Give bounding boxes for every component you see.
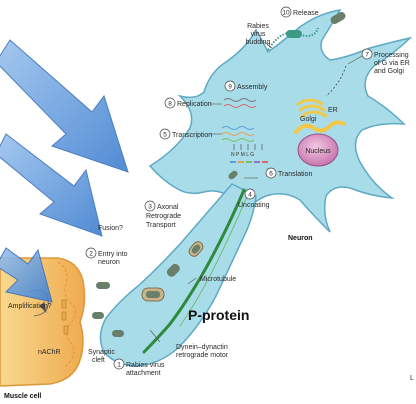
step-8-number: 8: [168, 101, 172, 108]
step-7-number: 7: [365, 52, 369, 59]
step-6-label: 6 Translation: [265, 167, 312, 179]
processing-path: [325, 65, 347, 97]
step-9-label: 9 Assembly: [224, 80, 268, 92]
budding-line-3: budding: [246, 39, 271, 46]
entering-virus: [96, 282, 110, 289]
replication-rna: [223, 98, 257, 108]
budding-virus: [286, 30, 302, 38]
muscle-cell-label: Muscle cell: [4, 393, 41, 400]
step-7-label: 7 Processing of G via ER and Golgi: [361, 48, 410, 75]
nachr-receptors: [61, 299, 69, 335]
fusion-label: Fusion?: [98, 225, 123, 232]
dynein-line-1: Dynein–dynactin: [176, 344, 228, 351]
transported-virus-3: [166, 263, 180, 277]
er: [294, 120, 346, 134]
step-9-number: 9: [228, 84, 232, 91]
step-10-label: 10 Release: [280, 6, 319, 18]
synaptic-line-1: Synaptic: [88, 349, 115, 356]
step-8-label: 8 Replication: [164, 97, 212, 109]
microtubule-label: Microtubule: [200, 276, 236, 283]
transported-virus-1: [141, 287, 165, 302]
nucleus-label: Nucleus: [305, 148, 331, 155]
neuron-body: [148, 9, 413, 233]
p-protein-label: P-protein: [188, 307, 249, 323]
step-2-label: 2 Entry into neuron: [85, 247, 128, 266]
muscle-membrane-folds: [57, 261, 76, 369]
entry-line-1: Entry into: [98, 251, 128, 258]
step-4-label: 4 Uncoating: [238, 188, 270, 209]
step-1-label: 1 Rabies virus attachment: [113, 358, 165, 377]
uncoated-virus: [228, 170, 238, 180]
big-arrow-bottom: [0, 247, 53, 303]
step-5-label: 5 Transcription: [159, 128, 212, 140]
transcription-label: Transcription: [172, 132, 212, 139]
entry-line-2: neuron: [98, 259, 120, 266]
budding-line-2: virus: [251, 31, 266, 38]
step-10-number: 10: [282, 10, 290, 17]
released-virus: [330, 12, 346, 24]
synaptic-line-2: cleft: [92, 357, 105, 364]
step-5-number: 5: [163, 132, 167, 139]
step-4-number: 4: [248, 192, 252, 199]
attachment-line-2: attachment: [126, 370, 161, 377]
assembly-label: Assembly: [237, 84, 268, 91]
amplification-label: Amplification?: [8, 303, 52, 310]
microtubule: [142, 188, 246, 354]
synaptic-cleft-label: Synaptic cleft: [88, 349, 115, 364]
budding-line-1: Rabies: [247, 23, 269, 30]
replication-label: Replication: [177, 101, 212, 108]
edge-mark: L: [410, 375, 414, 382]
golgi-label: Golgi: [300, 116, 317, 123]
axonal-line-1: Axonal: [157, 204, 179, 211]
gene-arrows: [233, 144, 263, 150]
budding-label: Rabies virus budding: [246, 23, 271, 46]
neuron-label: Neuron: [288, 235, 313, 242]
processing-line-3: and Golgi: [374, 68, 404, 75]
nachr-label: nAChR: [38, 349, 61, 356]
big-arrow-top: [0, 39, 129, 173]
nucleus: [297, 133, 339, 167]
step-6-number: 6: [269, 171, 273, 178]
translation-label: Translation: [278, 171, 312, 178]
step-1-number: 1: [117, 362, 121, 369]
step-2-number: 2: [89, 251, 93, 258]
axonal-line-3: Transport: [146, 222, 176, 229]
transported-virus-2: [188, 241, 204, 257]
er-label: ER: [328, 107, 338, 114]
axonal-line-2: Retrograde: [146, 213, 181, 220]
gene-order-label: N P M L G: [231, 152, 254, 158]
big-arrow-middle: [0, 133, 103, 237]
dynein-line-2: retrograde motor: [176, 352, 229, 359]
processing-line-2: of G via ER: [374, 60, 410, 67]
attachment-line-1: Rabies virus: [126, 362, 165, 369]
step-3-number: 3: [148, 204, 152, 211]
transcription-mrna: [221, 126, 255, 142]
release-label: Release: [293, 10, 319, 17]
golgi-apparatus: [296, 98, 328, 118]
uncoating-label: Uncoating: [238, 202, 270, 209]
leader-lines: [149, 41, 363, 343]
step-3-label: 3 Axonal Retrograde Transport: [144, 200, 181, 229]
attaching-virus: [112, 330, 124, 337]
dynein-label: Dynein–dynactin retrograde motor: [176, 344, 229, 359]
synaptic-virus: [92, 312, 104, 319]
axon: [99, 183, 257, 367]
processing-line-1: Processing: [374, 52, 409, 59]
